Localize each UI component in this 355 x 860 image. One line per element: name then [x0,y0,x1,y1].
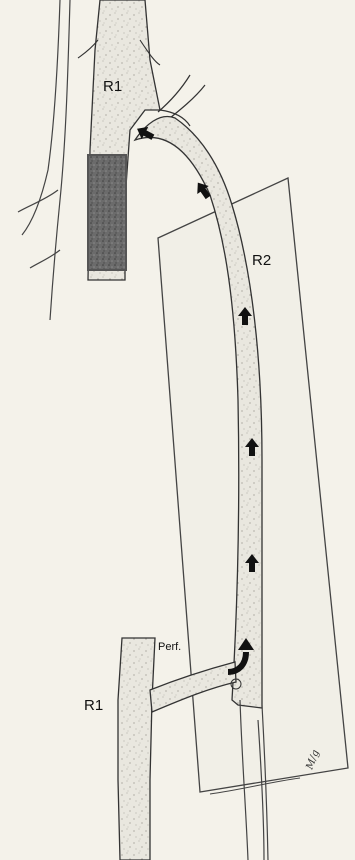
label-r1-bottom: R1 [84,697,103,714]
label-perforator: Perf. [158,641,181,653]
label-r1-top: R1 [103,78,122,95]
lower-r1-vein [118,638,155,860]
label-r2: R2 [252,252,271,269]
thrombus-block [88,155,126,270]
